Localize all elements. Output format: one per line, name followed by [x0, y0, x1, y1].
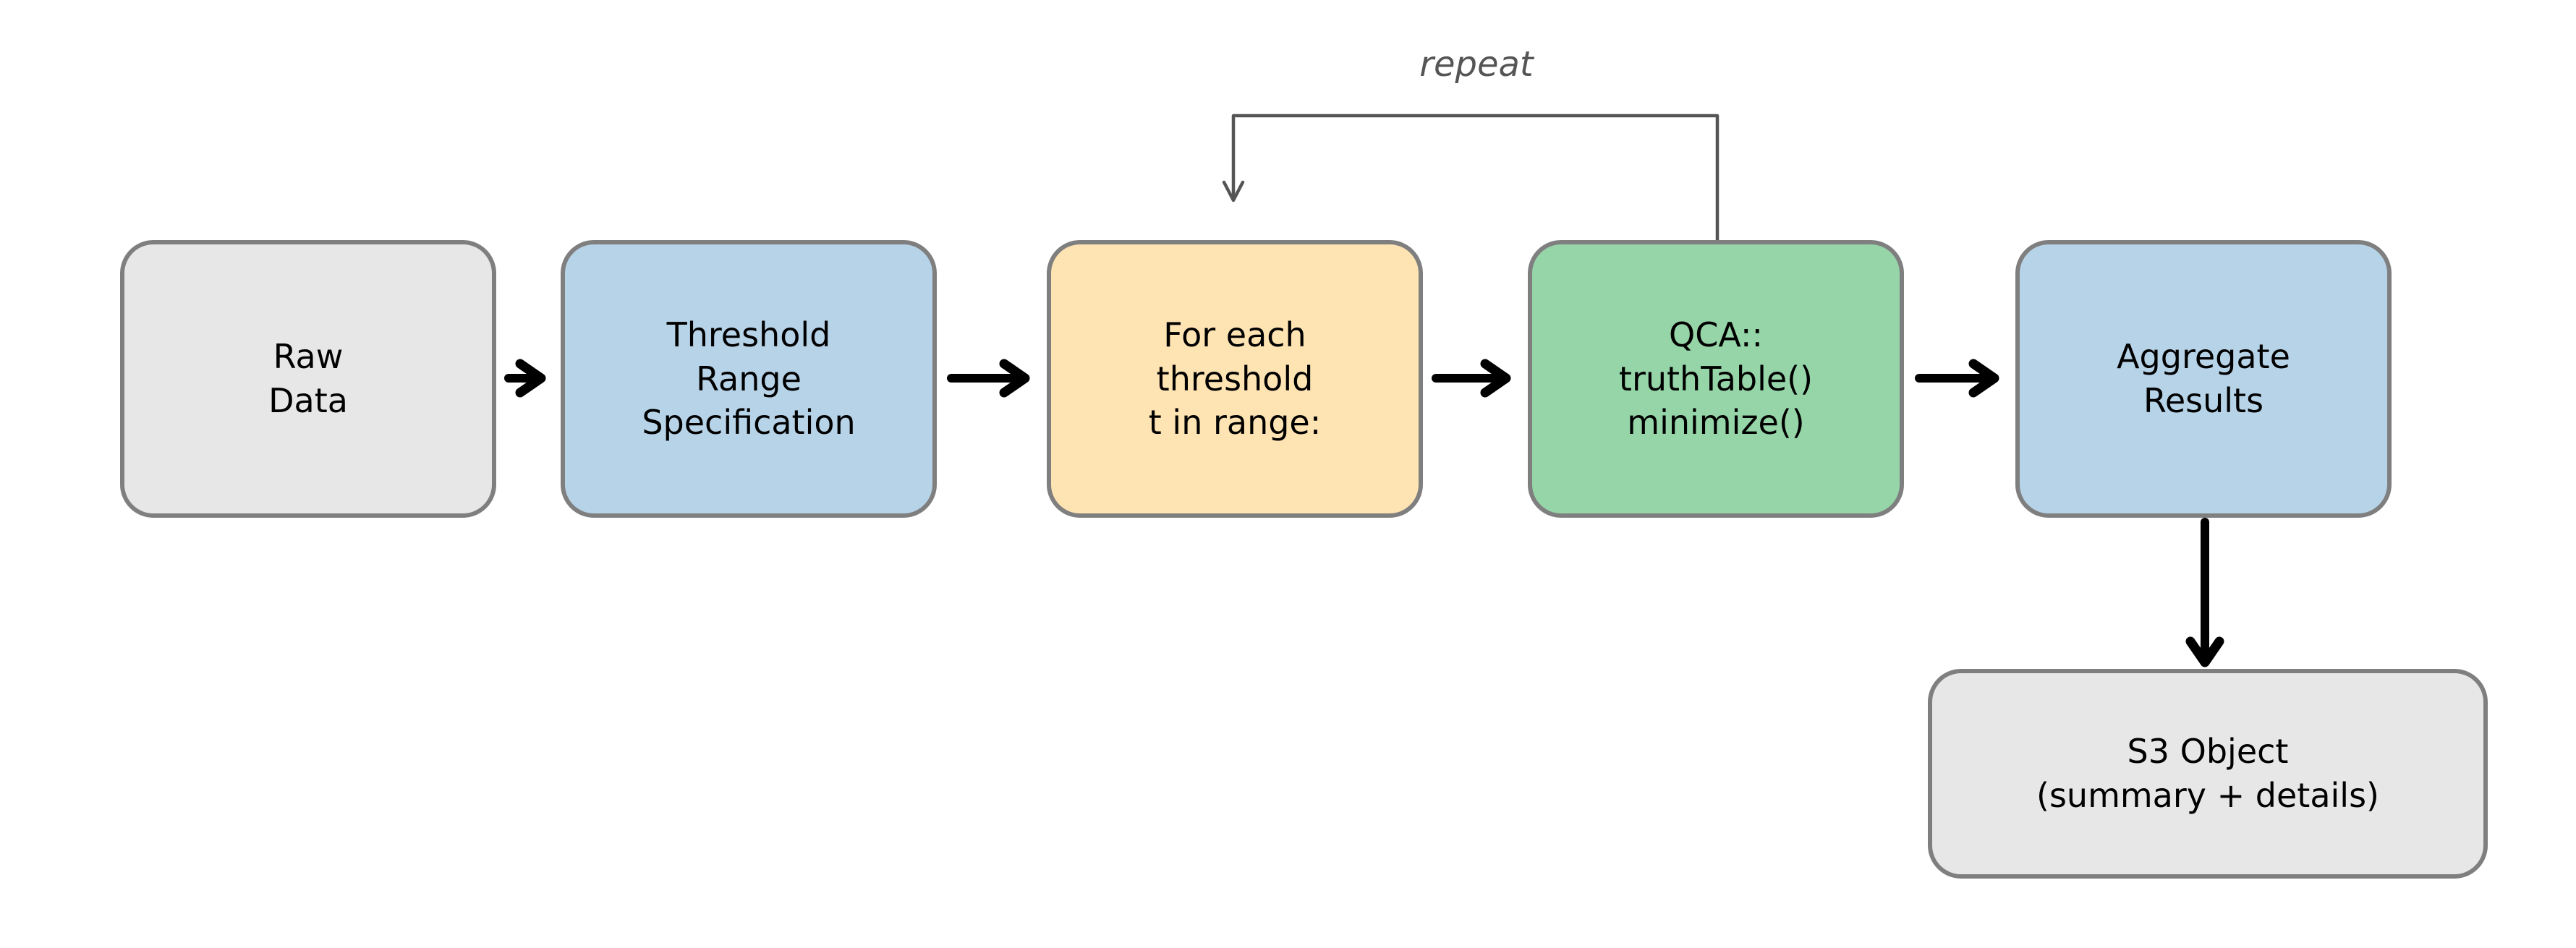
- arrowhead-right-icon: [1480, 359, 1511, 398]
- node-threshold-range-specification: Threshold Range Specification: [561, 240, 937, 518]
- loop-line: [1231, 114, 1720, 242]
- arrowhead-right-icon: [515, 359, 546, 398]
- arrow-qca-to-aggregate: [1915, 359, 1999, 398]
- node-s3-object: S3 Object (summary + details): [1928, 669, 2488, 879]
- arrow-threshold-to-foreach: [947, 359, 1030, 398]
- node-qca-calls: QCA:: truthTable() minimize(): [1528, 240, 1904, 518]
- node-for-each-threshold: For each threshold t in range:: [1047, 240, 1423, 518]
- arrow-aggregate-to-s3: [2185, 518, 2224, 667]
- loop-arrowhead-down-icon: [1222, 180, 1245, 202]
- arrowhead-down-icon: [2185, 636, 2224, 667]
- arrow-raw-to-threshold: [504, 359, 546, 398]
- arrowhead-right-icon: [999, 359, 1030, 398]
- arrowhead-right-icon: [1968, 359, 1999, 398]
- arrow-foreach-to-qca: [1432, 359, 1511, 398]
- node-label: S3 Object (summary + details): [2036, 732, 2379, 815]
- node-label: QCA:: truthTable() minimize(): [1618, 315, 1814, 443]
- node-label: Aggregate Results: [2117, 337, 2290, 420]
- node-label: For each threshold t in range:: [1148, 315, 1322, 443]
- node-aggregate-results: Aggregate Results: [2015, 240, 2392, 518]
- loop-edge-qca-to-foreach: [1222, 114, 1720, 242]
- node-label: Raw Data: [268, 337, 348, 420]
- repeat-label: repeat: [1419, 44, 1534, 85]
- node-label: Threshold Range Specification: [642, 315, 856, 443]
- node-raw-data: Raw Data: [120, 240, 496, 518]
